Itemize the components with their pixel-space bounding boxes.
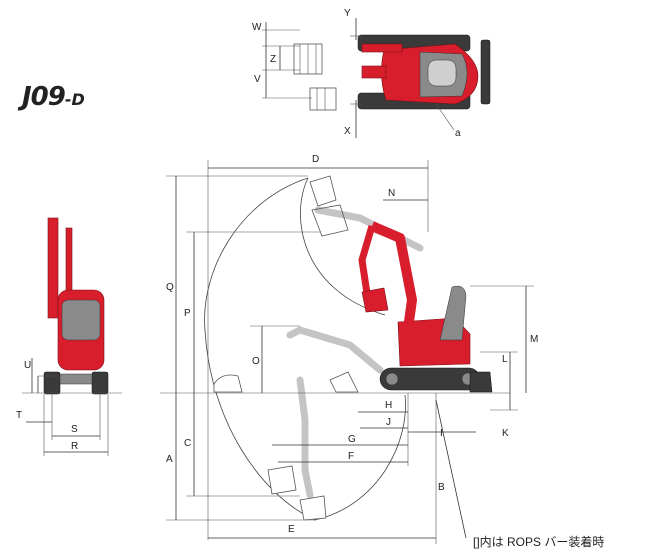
dimension-label-v: V — [254, 74, 261, 85]
dimension-label-a: a — [455, 128, 461, 139]
top-view: W V Z Y X a — [252, 8, 491, 139]
bucket-outline-deepest — [299, 495, 327, 521]
front-view-undercarriage — [59, 373, 93, 385]
model-suffix: -D — [64, 90, 85, 109]
dimension-label-z: Z — [270, 54, 276, 65]
side-view-bucket — [361, 287, 389, 313]
dimension-label-w: W — [252, 22, 262, 33]
dimension-label-c: C — [184, 438, 191, 449]
side-view-seat — [439, 285, 467, 341]
front-view: U T S R — [16, 217, 122, 456]
front-view-boom — [47, 217, 59, 319]
dimension-label-a-upper: A — [166, 454, 173, 465]
bucket-outline-top — [309, 175, 337, 207]
dimension-label-i: I — [440, 428, 443, 439]
arm-outline-low — [296, 376, 314, 499]
bucket-outline-upper — [311, 204, 349, 237]
dimension-label-d: D — [312, 154, 319, 165]
dimension-label-p: P — [184, 308, 191, 319]
dimension-label-m: M — [530, 334, 538, 345]
side-view: D N Q P O M L K H J I G F C A B E — [160, 154, 538, 544]
bucket-outline-ground — [329, 371, 359, 393]
top-view-boom-swing — [361, 43, 403, 53]
leader-line-a — [435, 103, 455, 131]
front-view-arm — [65, 227, 73, 299]
dimension-label-r: R — [71, 441, 78, 452]
inner-range-curve — [300, 177, 386, 316]
side-view-arm — [358, 225, 376, 301]
dimension-label-y: Y — [344, 8, 351, 19]
side-view-boom — [370, 221, 417, 351]
rops-note: []内は ROPS バー装着時 — [473, 535, 605, 549]
top-view-boom — [361, 65, 387, 79]
side-view-blade — [469, 371, 493, 393]
arm-outline-middle — [286, 326, 384, 374]
dimension-label-q: Q — [166, 282, 174, 293]
dimension-label-n: N — [388, 188, 395, 199]
dimension-label-t: T — [16, 410, 22, 421]
dim-line-b — [435, 399, 467, 539]
dimension-label-j: J — [386, 417, 391, 428]
dimension-label-h: H — [385, 400, 392, 411]
top-view-bucket-right — [309, 87, 337, 111]
bucket-outline-low — [267, 465, 297, 495]
dimension-label-s: S — [71, 424, 78, 435]
dimension-label-o: O — [252, 356, 260, 367]
dimension-label-u: U — [24, 360, 31, 371]
front-view-track-right — [91, 371, 109, 395]
front-view-cab — [61, 299, 101, 341]
dimension-label-f: F — [348, 451, 354, 462]
top-view-seat — [427, 59, 457, 87]
dimension-label-e: E — [288, 524, 295, 535]
top-view-blade — [480, 39, 491, 105]
front-view-track-left — [43, 371, 61, 395]
working-range-envelope — [204, 177, 406, 521]
model-title: J09-D — [22, 82, 85, 112]
dimension-label-l: L — [502, 354, 508, 365]
dimension-label-b: B — [438, 482, 445, 493]
bucket-outline-reach — [213, 374, 243, 393]
dimension-label-g: G — [348, 434, 356, 445]
model-name: J09 — [22, 82, 66, 112]
dimension-label-x: X — [344, 126, 351, 137]
dimension-label-k: K — [502, 428, 509, 439]
